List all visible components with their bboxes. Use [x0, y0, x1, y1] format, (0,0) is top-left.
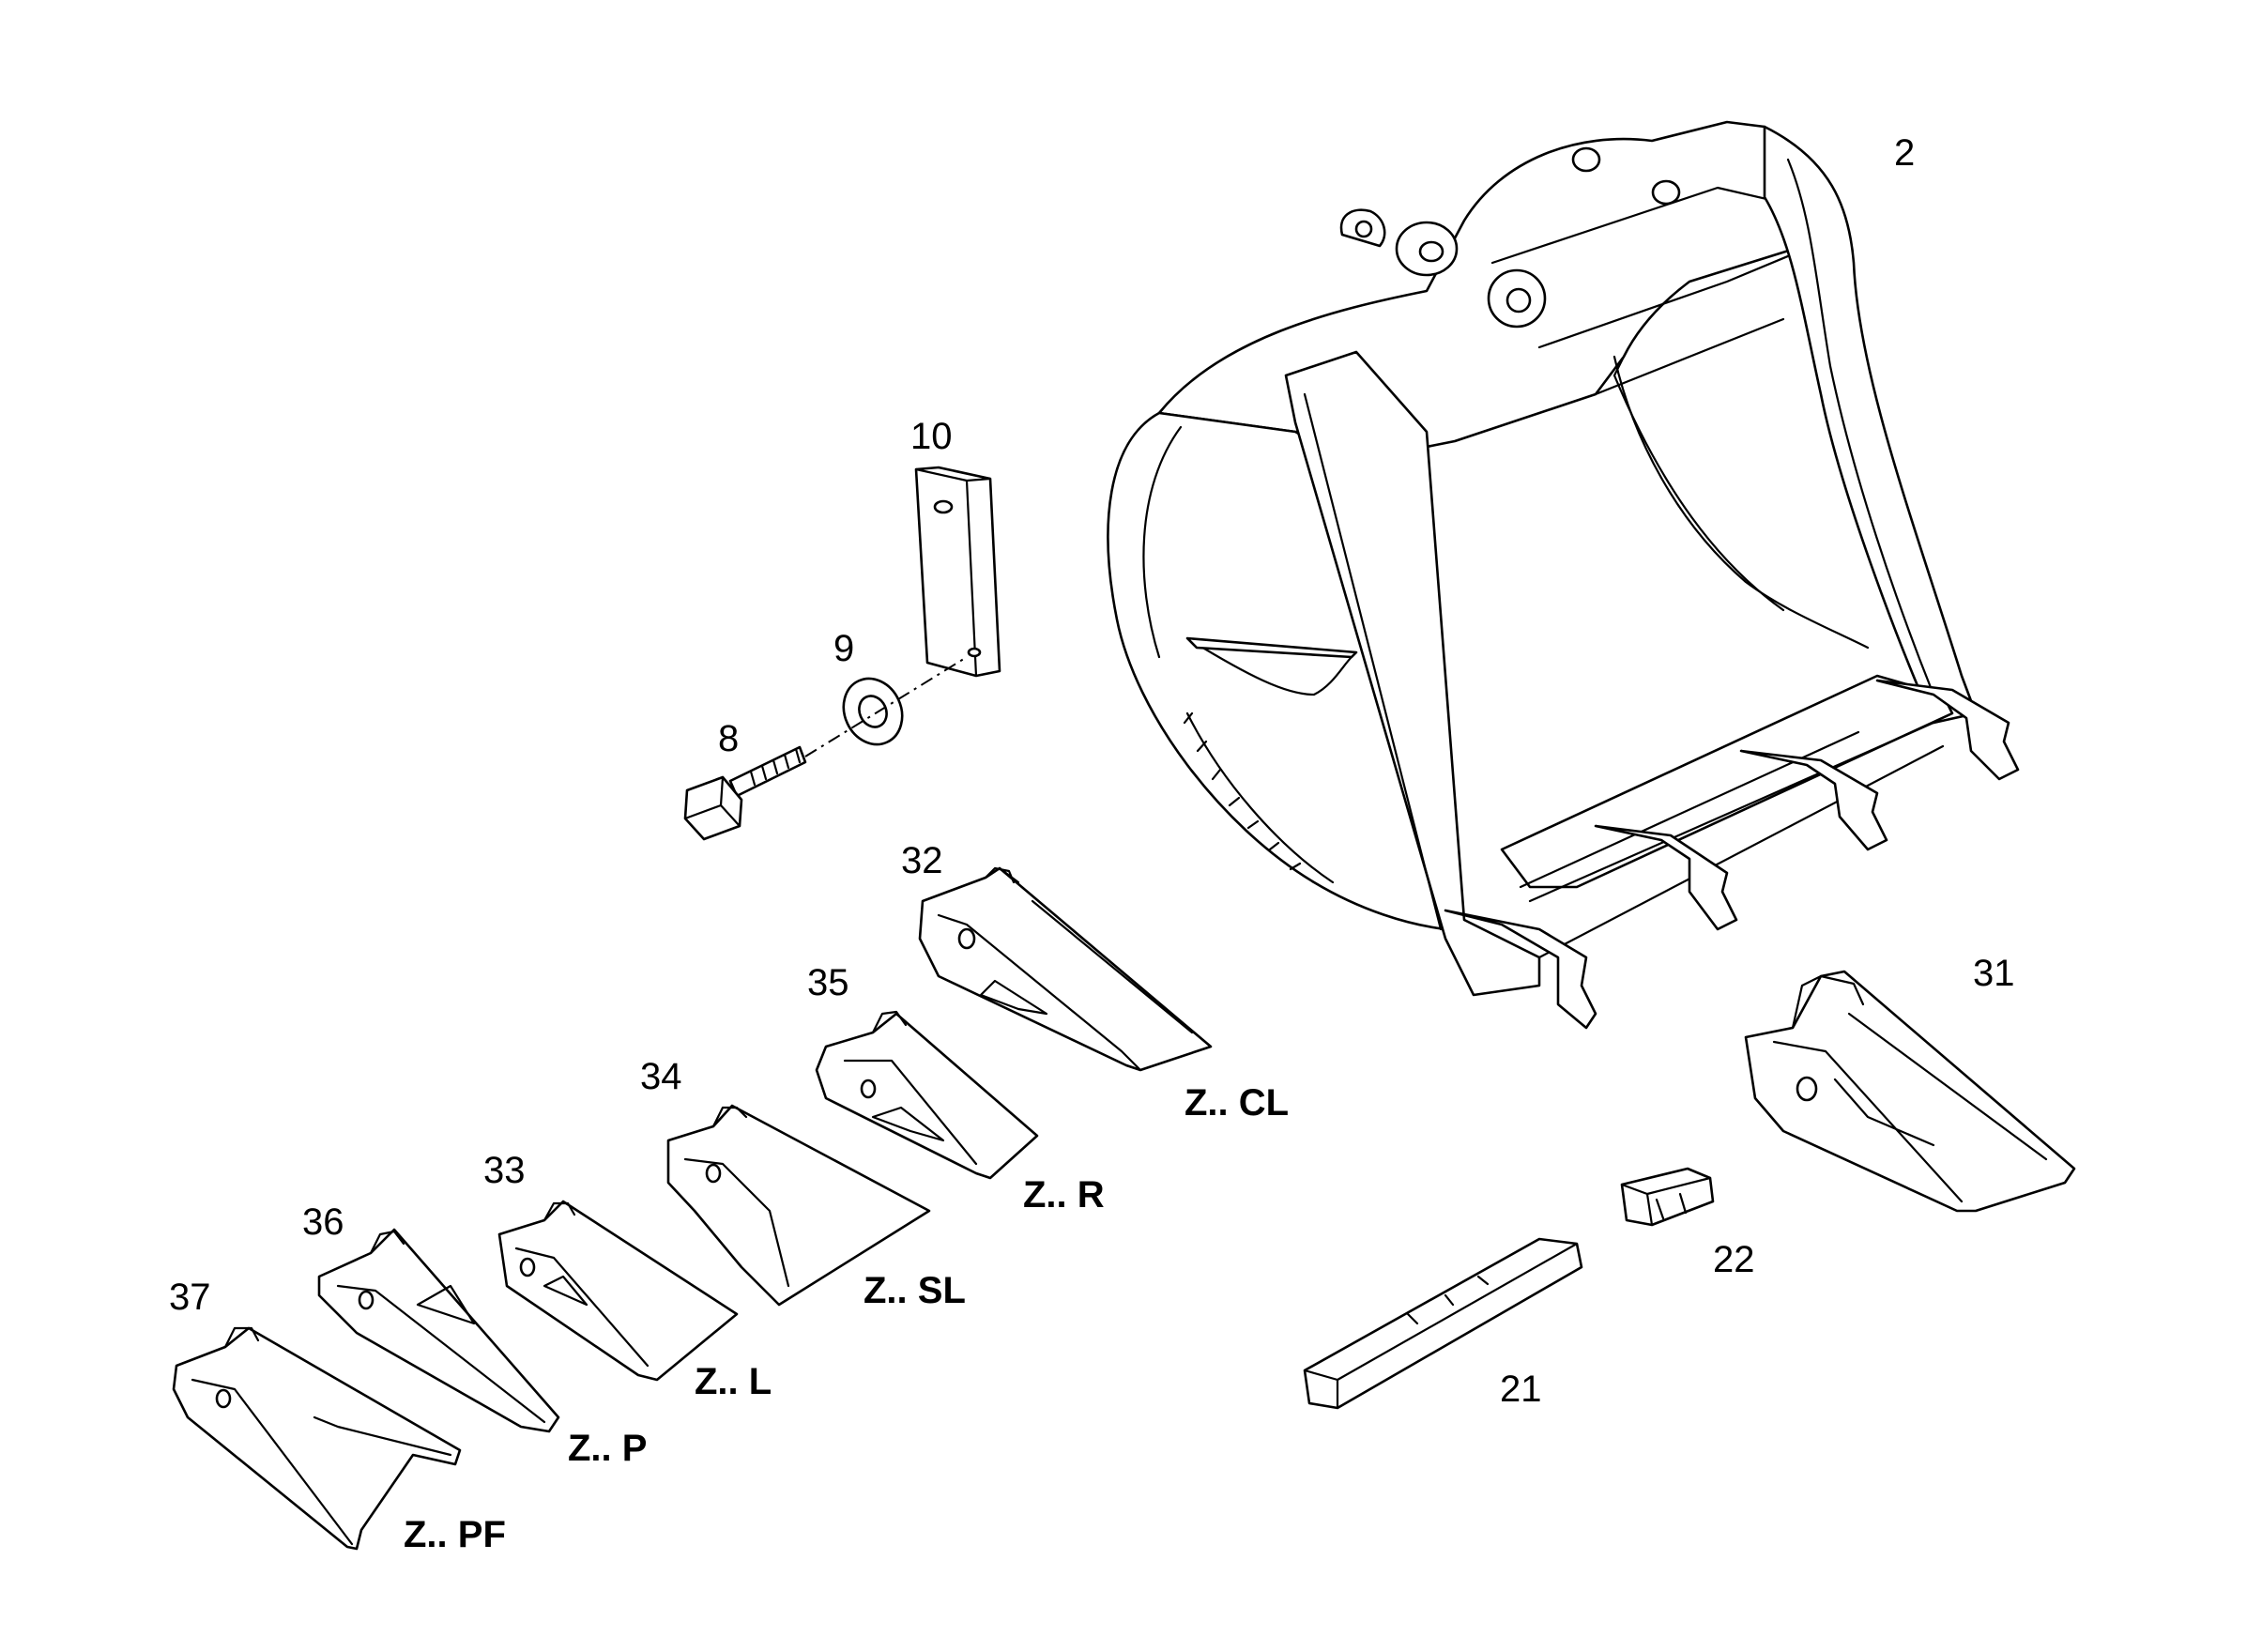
- pin-part: [1303, 1237, 1583, 1410]
- callout-2: 2: [1894, 132, 1915, 174]
- callout-22: 22: [1713, 1239, 1755, 1280]
- tooth-code-pf: Z.. PF: [404, 1514, 506, 1555]
- tooth-code-cl: Z.. CL: [1184, 1082, 1289, 1124]
- tooth-code-l: Z.. L: [695, 1361, 772, 1402]
- callout-33: 33: [483, 1150, 526, 1191]
- washer-part: [842, 677, 904, 746]
- tooth-r-part: [815, 1010, 1039, 1180]
- tooth-code-p: Z.. P: [568, 1428, 647, 1469]
- callout-36: 36: [302, 1201, 344, 1243]
- callout-34: 34: [640, 1056, 682, 1097]
- callout-31: 31: [1973, 953, 2015, 994]
- tooth-code-r: Z.. R: [1023, 1174, 1105, 1216]
- bolt-part: [683, 745, 807, 841]
- bucket-tooth-adapters: [1444, 679, 2020, 1030]
- tooth-code-sl: Z.. SL: [864, 1270, 966, 1311]
- callout-32: 32: [901, 840, 943, 881]
- tooth-large-part: [1744, 970, 2076, 1213]
- callout-35: 35: [807, 962, 849, 1003]
- tooth-pf-part: [172, 1326, 462, 1551]
- callout-8: 8: [718, 718, 739, 759]
- bucket-part: [1107, 120, 2020, 1030]
- callout-10: 10: [910, 416, 953, 457]
- tooth-cl-part: [918, 866, 1213, 1072]
- callout-37: 37: [169, 1277, 211, 1318]
- callout-21: 21: [1500, 1369, 1542, 1410]
- assembly-axis-line: [804, 656, 968, 757]
- callout-9: 9: [833, 628, 854, 669]
- plate-part: [914, 466, 1001, 678]
- tooth-l-part: [497, 1200, 739, 1382]
- retainer-part: [1620, 1167, 1715, 1227]
- tooth-p-part: [317, 1228, 560, 1433]
- tooth-sl-part: [666, 1104, 931, 1307]
